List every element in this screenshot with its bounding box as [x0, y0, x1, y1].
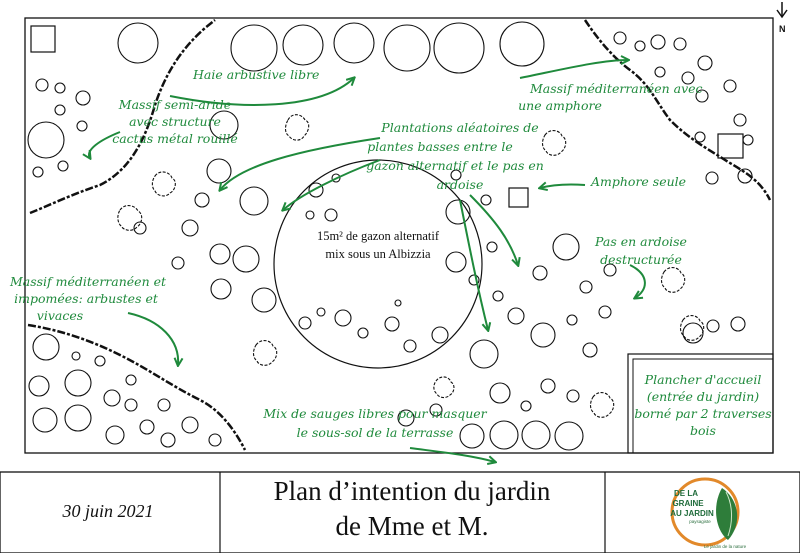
label-single-amphora: Amphore seule: [590, 174, 686, 189]
svg-text:destructurée: destructurée: [600, 252, 682, 267]
svg-text:vivaces: vivaces: [37, 308, 83, 323]
svg-text:GRAINE: GRAINE: [672, 499, 704, 508]
label-slate-path: Pas en ardoise destructurée: [594, 234, 687, 267]
cactus-structure: [30, 25, 56, 53]
svg-text:le sous-sol de la terrasse: le sous-sol de la terrasse: [297, 425, 454, 440]
svg-text:ardoise: ardoise: [437, 177, 484, 192]
svg-text:Le jardin de la nature: Le jardin de la nature: [704, 544, 747, 549]
svg-text:Plancher d'accueil: Plancher d'accueil: [644, 372, 762, 387]
garden-border: [24, 17, 774, 454]
label-med-ipomoea: Massif méditerranéen et impomées: arbust…: [9, 274, 167, 323]
label-deck: Plancher d'accueil (entrée du jardin) bo…: [634, 372, 771, 438]
label-lawn: 15m² de gazon alternatif mix sous un Alb…: [317, 229, 440, 261]
mediterranean-bed-edge: [27, 323, 247, 451]
amphora-bed-amphora: [717, 133, 744, 159]
svg-text:Mix de sauges libres pour masq: Mix de sauges libres pour masquer: [262, 406, 487, 421]
company-logo: DE LA GRAINE AU JARDIN paysagiste Le jar…: [670, 477, 747, 549]
svg-text:Pas en ardoise: Pas en ardoise: [594, 234, 687, 249]
svg-text:DE LA: DE LA: [674, 489, 698, 498]
plants: [27, 21, 754, 451]
slate-stones: [117, 114, 705, 418]
svg-text:Massif semi-aride: Massif semi-aride: [118, 97, 231, 112]
semi-arid-bed-edge: [29, 19, 216, 215]
svg-text:AU JARDIN: AU JARDIN: [670, 509, 714, 518]
plan-title-line2: de Mme et M.: [336, 511, 489, 541]
svg-text:mix sous un Albizzia: mix sous un Albizzia: [325, 247, 431, 261]
title-block: 30 juin 2021 Plan d’intention du jardin …: [0, 471, 800, 553]
plan-title-line1: Plan d’intention du jardin: [274, 476, 551, 506]
svg-text:une amphore: une amphore: [518, 98, 602, 113]
svg-text:cactus métal rouillé: cactus métal rouillé: [112, 131, 238, 146]
svg-text:gazon alternatif et le pas en: gazon alternatif et le pas en: [366, 158, 544, 173]
svg-text:borné par 2 traverses: borné par 2 traverses: [634, 406, 771, 421]
annotation-arrows: [89, 60, 646, 462]
svg-text:paysagiste: paysagiste: [689, 519, 711, 524]
label-random-plantings: Plantations aléatoires de plantes basses…: [366, 120, 544, 192]
svg-text:Plantations aléatoires de: Plantations aléatoires de: [380, 120, 538, 135]
entrance-deck: [627, 353, 774, 454]
svg-text:plantes basses entre le: plantes basses entre le: [367, 139, 513, 154]
svg-text:(entrée du jardin): (entrée du jardin): [647, 389, 759, 404]
label-hedge: Haie arbustive libre: [192, 67, 319, 82]
amphora-bed-edge: [583, 19, 772, 201]
label-med-amphora: Massif méditerranéen avec une amphore: [518, 81, 702, 113]
svg-text:avec structure: avec structure: [129, 114, 221, 129]
north-label: N: [779, 24, 786, 34]
plan-date: 30 juin 2021: [61, 501, 153, 521]
north-arrow: N: [776, 2, 788, 34]
label-sage-mix: Mix de sauges libres pour masquer le sou…: [262, 406, 487, 440]
svg-text:Massif méditerranéen et: Massif méditerranéen et: [9, 274, 167, 289]
svg-text:impomées: arbustes et: impomées: arbustes et: [14, 291, 159, 306]
svg-text:15m² de gazon alternatif: 15m² de gazon alternatif: [317, 229, 440, 243]
label-semi-arid: Massif semi-aride avec structure cactus …: [112, 97, 238, 146]
single-amphora: [508, 187, 529, 208]
svg-text:Massif méditerranéen avec: Massif méditerranéen avec: [529, 81, 703, 96]
svg-text:bois: bois: [690, 423, 716, 438]
